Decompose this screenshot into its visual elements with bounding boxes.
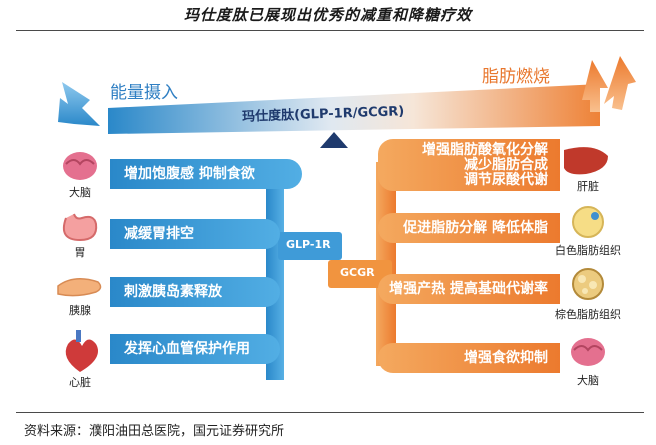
right-effect-3: 增强产热 提高基础代谢率 — [378, 274, 560, 304]
brain-icon-right — [571, 338, 605, 366]
fat-burning-label: 脂肪燃烧 — [482, 67, 550, 87]
source-note: 资料来源：濮阳油田总医院，国元证券研究所 — [24, 424, 285, 439]
organ-label-liver: 肝脏 — [577, 180, 599, 193]
pancreas-icon — [57, 278, 102, 297]
right-effect-1-line-2: 减少脂肪合成 — [464, 157, 548, 173]
right-effect-1-line-1: 增强脂肪酸氧化分解 — [422, 142, 548, 158]
left-effect-1: 增加饱腹感 抑制食欲 — [110, 159, 302, 189]
down-arrow-icon — [58, 82, 100, 126]
top-divider — [16, 30, 644, 31]
left-effect-2: 减缓胃排空 — [110, 219, 280, 249]
pointer-triangle — [320, 132, 348, 148]
left-effect-4: 发挥心血管保护作用 — [110, 334, 280, 364]
stomach-icon — [62, 213, 98, 242]
bottom-divider — [16, 412, 644, 413]
white-fat-icon — [572, 206, 604, 238]
up-arrow-icon — [582, 56, 636, 112]
left-effect-3: 刺激胰岛素释放 — [110, 277, 280, 307]
right-effect-1-line-3: 调节尿酸代谢 — [464, 172, 548, 188]
organ-label-brain: 大脑 — [69, 186, 91, 199]
organ-label-brown-fat: 棕色脂肪组织 — [555, 308, 621, 321]
page-title: 玛仕度肽已展现出优秀的减重和降糖疗效 — [183, 6, 472, 24]
brain-icon — [63, 152, 97, 180]
energy-intake-label: 能量摄入 — [110, 83, 178, 103]
right-effect-4: 增强食欲抑制 — [378, 343, 560, 373]
diagram-panel: 能量摄入 脂肪燃烧 玛仕度肽(GLP-1R/GCGR) GLP-1R GCGR … — [52, 38, 644, 406]
organ-label-white-fat: 白色脂肪组织 — [555, 244, 621, 257]
organ-label-heart: 心脏 — [69, 376, 91, 389]
gcgr-label: GCGR — [340, 266, 375, 279]
organ-label-brain-right: 大脑 — [577, 374, 599, 387]
organ-label-pancreas: 胰腺 — [69, 304, 91, 317]
liver-icon — [564, 147, 608, 175]
heart-icon — [65, 330, 98, 372]
glp1r-label: GLP-1R — [286, 238, 331, 251]
gcgr-block — [328, 260, 392, 288]
organ-label-stomach: 胃 — [74, 246, 86, 259]
drug-banner — [108, 84, 600, 134]
glp1r-block — [278, 232, 342, 260]
right-effect-2: 促进脂肪分解 降低体脂 — [378, 213, 560, 243]
diagram-background — [57, 56, 636, 380]
right-effect-1: 增强脂肪酸氧化分解 减少脂肪合成 调节尿酸代谢 — [378, 139, 560, 191]
brown-fat-icon — [572, 268, 604, 300]
